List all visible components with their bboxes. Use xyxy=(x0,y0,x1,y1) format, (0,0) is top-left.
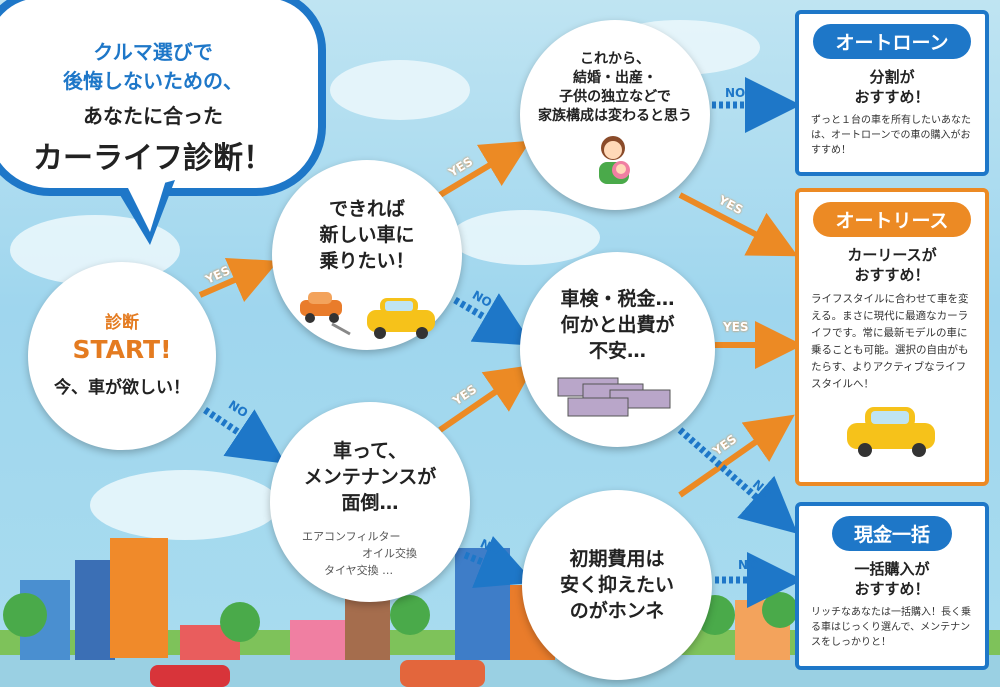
start-title: START! xyxy=(72,335,172,364)
result-auto-lease-head: カーリースが おすすめ！ xyxy=(799,245,985,285)
q-newcar-line-1: できれば xyxy=(328,198,405,220)
mother-baby-illustration xyxy=(599,136,630,184)
arrow-start-no xyxy=(203,407,286,464)
q-initial-line-1: 初期費用は xyxy=(569,548,665,570)
result-cash-title: 現金一括 xyxy=(831,516,952,551)
q-family-line-1: これから、 xyxy=(580,51,650,67)
maint-note-2: オイル交換 xyxy=(362,547,417,560)
q-costs-line-3: 不安… xyxy=(588,340,646,362)
result-cash-body: リッチなあなたは一括購入！長く乗る車はじっくり選んで、メンテナンスをしっかりと！ xyxy=(811,607,971,648)
maint-note-1: エアコンフィルター xyxy=(302,530,401,543)
arrow-newcar-yes xyxy=(438,140,531,198)
q-newcar-line-2: 新しい車に xyxy=(319,224,415,246)
q-newcar-line-3: 乗りたい！ xyxy=(319,250,415,272)
bg-cloud xyxy=(90,470,280,540)
head-line: 分割が xyxy=(869,68,915,86)
head-line: 一括購入が xyxy=(854,560,930,578)
bg-cloud xyxy=(450,210,600,265)
result-auto-lease: オートリース カーリースが おすすめ！ ライフスタイルに合わせて車を変える。まさ… xyxy=(795,188,989,486)
q-costs-line-2: 何かと出費が xyxy=(560,314,675,336)
q-costs-line-1: 車検・税金… xyxy=(560,288,675,310)
result-auto-loan: オートローン 分割が おすすめ！ ずっと１台の車を所有したいあなたは、オートロー… xyxy=(795,10,989,176)
head-line: おすすめ！ xyxy=(854,580,930,598)
start-label: 診断 xyxy=(105,313,139,333)
result-auto-loan-head: 分割が おすすめ！ xyxy=(799,67,985,107)
title-line-2: 後悔しないための、 xyxy=(63,69,243,93)
arrow-maint-yes xyxy=(438,364,535,433)
label-no: NO xyxy=(725,86,746,100)
result-cash: 現金一括 一括購入が おすすめ！ リッチなあなたは一括購入！長く乗る車はじっくり… xyxy=(795,502,989,670)
result-auto-loan-title: オートローン xyxy=(813,24,971,59)
arrow-start-yes xyxy=(198,257,279,302)
head-line: カーリースが xyxy=(847,246,937,264)
arrow-newcar-no xyxy=(453,293,534,346)
q-initial-line-3: のがホンネ xyxy=(569,600,665,622)
arrow-family-yes xyxy=(678,192,798,257)
title-line-4: カーライフ診断！ xyxy=(33,141,273,176)
q-family-line-3: 子供の独立などで xyxy=(559,89,671,105)
q-initial-line-2: 安く抑えたい xyxy=(559,574,674,596)
question-family: これから、 結婚・出産・ 子供の独立などで 家族構成は変わると思う xyxy=(520,20,710,210)
question-maintenance: 車って、 メンテナンスが 面倒… xyxy=(270,402,470,602)
arrow-maint-no xyxy=(463,536,535,588)
yellow-car-icon xyxy=(847,407,935,457)
maint-note-3: タイヤ交換 … xyxy=(324,564,394,577)
question-new-car: できれば 新しい車に 乗りたい！ xyxy=(272,160,462,350)
head-line: おすすめ！ xyxy=(854,266,930,284)
label-no: NO xyxy=(738,558,759,572)
arrow-costs-no xyxy=(677,427,798,534)
q-maint-line-3: 面倒… xyxy=(341,492,399,514)
result-auto-loan-body: ずっと１台の車を所有したいあなたは、オートローンでの車の購入がおすすめ！ xyxy=(811,115,971,156)
question-costs: 車検・税金… 何かと出費が 不安… xyxy=(520,252,715,447)
q-maint-line-1: 車って、 xyxy=(332,440,408,462)
title-line-1: クルマ選びで xyxy=(93,40,213,64)
start-question: 今、車が欲しい！ xyxy=(54,378,190,398)
q-family-line-2: 結婚・出産・ xyxy=(573,70,657,86)
bg-cloud xyxy=(330,60,470,120)
result-cash-head: 一括購入が おすすめ！ xyxy=(799,559,985,599)
start-node: 診断 START! 今、車が欲しい！ xyxy=(28,262,216,450)
question-initial-cost: 初期費用は 安く抑えたい のがホンネ xyxy=(522,490,712,680)
car-illustration xyxy=(300,292,435,339)
result-auto-lease-title: オートリース xyxy=(813,202,971,237)
label-yes: YES xyxy=(723,320,749,334)
head-line: おすすめ！ xyxy=(854,88,930,106)
q-family-line-4: 家族構成は変わると思う xyxy=(538,108,692,124)
money-illustration xyxy=(557,377,670,417)
q-maint-line-2: メンテナンスが xyxy=(303,466,437,488)
result-auto-lease-body: ライフスタイルに合わせて車を変える。まさに現代に最適なカーライフです。常に最新モ… xyxy=(811,293,969,390)
title-line-3: あなたに合った xyxy=(83,104,223,128)
arrow-initial-yes xyxy=(678,414,795,498)
